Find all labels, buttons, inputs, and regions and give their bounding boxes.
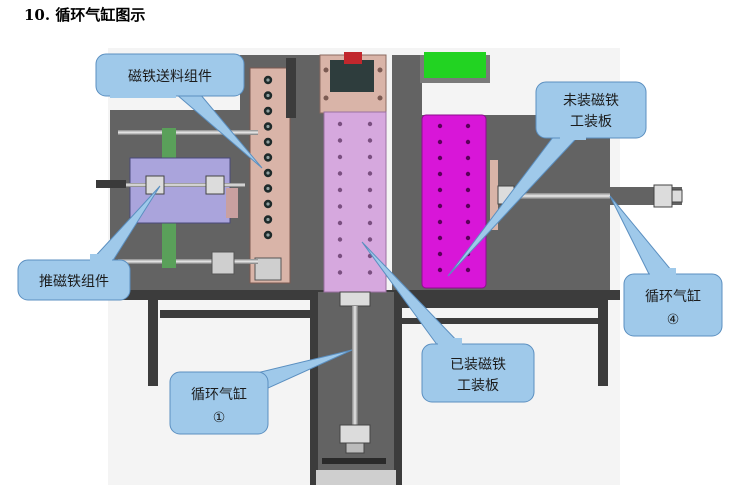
- unloaded-plate-hole: [437, 251, 443, 257]
- loaded-plate-hole: [337, 138, 343, 143]
- magnet-piece-center: [266, 171, 270, 175]
- unloaded-plate-hole: [465, 187, 471, 193]
- loaded-plate-hole: [337, 237, 343, 242]
- loaded-plate-hole: [367, 220, 373, 226]
- magnet-piece-center: [266, 155, 270, 160]
- magnet-piece-center: [266, 186, 270, 191]
- magnet-piece-center: [266, 217, 270, 222]
- loaded-plate-hole: [337, 187, 343, 193]
- loaded-plate-hole: [367, 237, 373, 242]
- unloaded-plate-hole: [437, 235, 443, 241]
- unloaded-plate-hole: [437, 171, 443, 177]
- unloaded-plate-hole: [465, 171, 471, 177]
- loaded-plate-hole: [337, 253, 343, 259]
- loaded-plate: [323, 111, 387, 293]
- magnet-feeder-bar: [249, 58, 296, 284]
- unloaded-plate-hole: [465, 123, 471, 129]
- loaded-plate-hole: [337, 121, 343, 127]
- callout-cylinder-4-text-1: 循环气缸: [645, 288, 701, 305]
- push-magnet-assembly: [96, 157, 245, 275]
- loaded-plate-hole: [337, 270, 343, 275]
- loaded-plate-hole: [367, 187, 373, 193]
- cylinder-4-rod: [490, 160, 683, 230]
- callout-magnet-feeder-text: 磁铁送料组件: [128, 69, 212, 85]
- callout-loaded-plate-text-1: 已装磁铁: [450, 357, 506, 373]
- callout-unloaded-plate: 未装磁铁 工装板: [447, 81, 647, 277]
- unloaded-plate: [421, 114, 487, 289]
- green-block: [424, 52, 486, 78]
- unloaded-plate-hole: [437, 267, 443, 273]
- magnet-piece-center: [266, 78, 270, 82]
- loaded-plate-hole: [337, 154, 343, 160]
- cylinder-1-rod: [339, 291, 371, 454]
- loaded-plate-hole: [337, 220, 343, 226]
- callouts: 磁铁送料组件 推磁铁组件 未装磁铁 工装板 已装磁铁 工装板: [17, 53, 723, 435]
- unloaded-plate-hole: [465, 155, 471, 161]
- unloaded-plate-hole: [465, 139, 471, 145]
- unloaded-plate-hole: [437, 139, 443, 145]
- callout-cylinder-1: 循环气缸 ①: [169, 349, 353, 435]
- callout-magnet-feeder: 磁铁送料组件: [95, 53, 263, 169]
- figure-caption: 10. 循环气缸图示: [24, 6, 146, 24]
- callout-loaded-plate: 已装磁铁 工装板: [361, 241, 535, 403]
- callout-cylinder-1-text-1: 循环气缸: [191, 386, 247, 403]
- loaded-plate-hole: [367, 204, 373, 209]
- callout-unloaded-plate-text-2: 工装板: [570, 114, 612, 130]
- unloaded-plate-hole: [465, 219, 471, 225]
- callout-loaded-plate-text-2: 工装板: [457, 378, 499, 394]
- loaded-plate-hole: [367, 154, 373, 160]
- callout-cylinder-4: 循环气缸 ④: [609, 195, 723, 337]
- callout-push-magnet: 推磁铁组件: [17, 185, 161, 301]
- unloaded-plate-hole: [437, 203, 443, 209]
- callout-cylinder-1-text-2: ①: [213, 410, 226, 426]
- top-center-module: [319, 52, 387, 114]
- loaded-plate-hole: [337, 171, 343, 176]
- unloaded-plate-hole: [437, 187, 443, 193]
- unloaded-plate-hole: [465, 267, 471, 273]
- loaded-plate-hole: [337, 204, 343, 209]
- magnet-piece-center: [266, 124, 270, 129]
- unloaded-plate-hole: [437, 123, 443, 129]
- loaded-plate-hole: [367, 138, 373, 143]
- unloaded-plate-hole: [465, 203, 471, 209]
- callout-push-magnet-text: 推磁铁组件: [39, 274, 109, 290]
- magnet-piece-center: [266, 93, 270, 98]
- loaded-plate-hole: [367, 171, 373, 176]
- magnet-piece-center: [266, 109, 270, 113]
- unloaded-plate-hole: [437, 219, 443, 225]
- callout-cylinder-4-text-2: ④: [667, 312, 680, 328]
- loaded-plate-hole: [367, 270, 373, 275]
- callout-unloaded-plate-text-1: 未装磁铁: [563, 93, 619, 109]
- unloaded-plate-hole: [437, 155, 443, 161]
- unloaded-plate-hole: [465, 235, 471, 241]
- magnet-piece-center: [266, 202, 270, 206]
- magnet-piece-center: [266, 233, 270, 237]
- magnet-piece-center: [266, 140, 270, 144]
- loaded-plate-hole: [367, 121, 373, 127]
